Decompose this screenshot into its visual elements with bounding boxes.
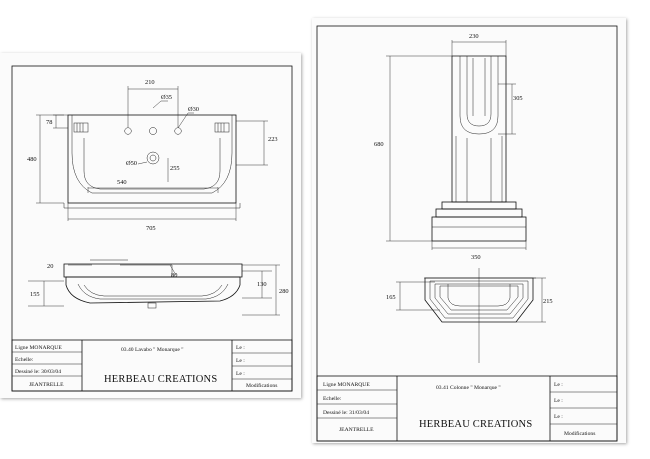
column-front-view (431, 55, 527, 242)
column-plan-view (424, 277, 536, 323)
column-plan-dimension-labels: 165 215 (386, 294, 553, 305)
dim-label-680: 680 (374, 141, 384, 148)
revision-le-2: Le : (236, 358, 245, 364)
column-plan-dimensions (396, 268, 546, 363)
basin-side-dimensions (28, 264, 280, 316)
lavabo-drawing: 210 Ø35 Ø30 78 223 480 Ø50 255 540 705 2… (11, 65, 293, 392)
revision-le-3: Le : (554, 414, 563, 420)
basin-top-dimension-labels: 210 Ø35 Ø30 78 223 480 Ø50 255 540 705 (27, 79, 278, 232)
dim-label-130: 130 (257, 281, 267, 288)
modifications-label: Modifications (564, 430, 595, 437)
dim-label-215: 215 (543, 298, 553, 305)
scale-label: Echelle: (15, 357, 34, 363)
basin-top-dimensions (36, 86, 268, 221)
dim-label-230: 230 (469, 33, 479, 40)
dim-label-210: 210 (145, 79, 155, 86)
column-front-dimensions (386, 40, 527, 250)
scale-label: Echelle: (323, 396, 342, 402)
dim-label-280: 280 (279, 288, 289, 295)
dim-label-20: 20 (47, 263, 53, 270)
drawing-sheet-colonne: 230 305 680 350 165 215 Ligne MONARQUE (312, 18, 626, 443)
dim-label-165: 165 (386, 294, 396, 301)
drawn-date: Dessiné le: 30/03/04 (15, 369, 61, 375)
dim-label-350: 350 (471, 254, 481, 261)
dim-label-223: 223 (268, 136, 278, 143)
modifications-label: Modifications (246, 382, 277, 389)
dim-label-d30: Ø30 (188, 106, 199, 113)
company-name: HERBEAU CREATIONS (104, 374, 217, 385)
author-name: JEANTRELLE (339, 427, 374, 433)
dim-label-540: 540 (117, 179, 127, 186)
dim-label-255: 255 (170, 165, 180, 172)
line-label: Ligne MONARQUE (323, 382, 370, 388)
dim-label-480: 480 (27, 156, 37, 163)
title-block-lavabo: Ligne MONARQUE Echelle: Dessiné le: 30/0… (11, 339, 293, 392)
drawn-date: Dessiné le: 31/03/04 (323, 410, 369, 416)
revision-le-2: Le : (554, 398, 563, 404)
revision-le-1: Le : (236, 345, 245, 351)
basin-top-view (63, 114, 241, 209)
revision-le-1: Le : (554, 382, 563, 388)
company-name: HERBEAU CREATIONS (419, 419, 532, 430)
dim-label-78: 78 (46, 119, 52, 126)
dim-label-305: 305 (513, 95, 523, 102)
basin-side-dimension-labels: 20 80 130 155 280 (30, 263, 289, 298)
revision-le-3: Le : (236, 371, 245, 377)
dim-label-d35: Ø35 (161, 94, 172, 101)
dim-label-d50: Ø50 (126, 160, 137, 167)
line-label: Ligne MONARQUE (15, 345, 62, 351)
dim-label-705: 705 (146, 225, 156, 232)
dim-label-80: 80 (171, 272, 177, 279)
title-block-colonne: Ligne MONARQUE Echelle: Dessiné le: 31/0… (316, 375, 618, 442)
dim-label-155: 155 (30, 291, 40, 298)
author-name: JEANTRELLE (29, 382, 64, 388)
item-title: 03.40 Lavabo " Monarque " (121, 347, 184, 353)
colonne-drawing: 230 305 680 350 165 215 Ligne MONARQUE (316, 25, 618, 442)
drawing-sheet-lavabo: 210 Ø35 Ø30 78 223 480 Ø50 255 540 705 2… (0, 53, 301, 398)
item-title: 03.41 Colonne " Monarque " (436, 385, 501, 391)
column-front-dimension-labels: 230 305 680 350 (374, 33, 523, 261)
basin-side-view (63, 259, 243, 309)
